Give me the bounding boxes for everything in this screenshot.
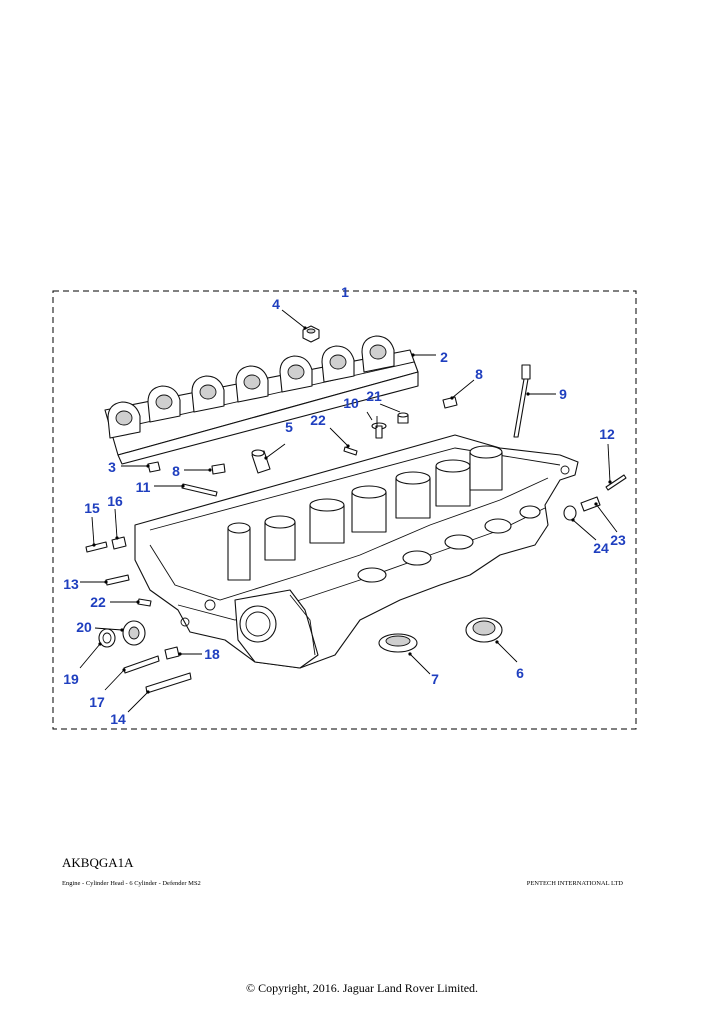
leader-lines (79, 309, 618, 713)
callout-21: 21 (366, 388, 382, 404)
callout-15: 15 (84, 500, 100, 516)
callout-12: 12 (599, 426, 615, 442)
callout-16: 16 (107, 493, 123, 509)
kit-boundary (52, 290, 637, 730)
part-stud-11 (181, 483, 218, 497)
diagram-code: AKBQGA1A (62, 855, 134, 870)
part-seal-20 (122, 620, 146, 646)
callout-8-upper: 8 (475, 366, 483, 382)
callout-19: 19 (63, 671, 79, 687)
part-short-bolt (371, 422, 387, 439)
callout-23: 23 (610, 532, 626, 548)
callout-5: 5 (285, 419, 293, 435)
part-stud-lower (137, 598, 152, 607)
part-nut (302, 325, 320, 343)
callout-7: 7 (431, 671, 439, 687)
part-stud-15 (85, 541, 108, 553)
callout-6: 6 (516, 665, 524, 681)
part-dowel-upper (442, 396, 458, 409)
callout-10: 10 (343, 395, 359, 411)
part-seal-7 (378, 633, 418, 653)
callout-4: 4 (272, 296, 280, 312)
camshaft-carrier (104, 335, 419, 465)
callout-18: 18 (204, 646, 220, 662)
callout-3: 3 (108, 459, 116, 475)
part-stud-17 (123, 655, 160, 674)
cylinder-head (134, 434, 579, 669)
callout-22-lower: 22 (90, 594, 106, 610)
diagram-caption: Engine - Cylinder Head - 6 Cylinder - De… (62, 880, 201, 887)
callout-24: 24 (593, 540, 609, 556)
part-dowel-lower (211, 463, 226, 475)
part-seal-6 (465, 617, 503, 643)
callout-11: 11 (136, 479, 151, 495)
part-bush-16 (111, 536, 127, 550)
part-dowel-left (147, 461, 161, 473)
callout-17: 17 (89, 694, 105, 710)
part-plug (397, 412, 409, 424)
part-sleeve (251, 449, 271, 474)
part-long-bolt (513, 364, 531, 438)
callout-13: 13 (63, 576, 79, 592)
part-dowel-18 (164, 646, 180, 660)
part-stud-upper (343, 446, 358, 456)
callout-20: 20 (76, 619, 92, 635)
callout-9: 9 (559, 386, 567, 402)
part-stud-13 (105, 574, 130, 586)
part-washer-24 (563, 505, 577, 521)
callout-14: 14 (110, 711, 126, 727)
part-stud-12 (605, 474, 627, 491)
publisher-label: PENTECH INTERNATIONAL LTD (526, 880, 623, 887)
callout-22-upper: 22 (310, 412, 326, 428)
callouts: 1 2 3 4 5 6 7 8 8 9 10 11 12 13 14 15 16… (63, 284, 626, 727)
part-plug-23 (580, 496, 601, 512)
part-stud-14 (145, 672, 192, 694)
callout-2: 2 (440, 349, 448, 365)
copyright-notice: © Copyright, 2016. Jaguar Land Rover Lim… (245, 981, 479, 995)
callout-8-lower: 8 (172, 463, 180, 479)
callout-1: 1 (341, 284, 349, 300)
